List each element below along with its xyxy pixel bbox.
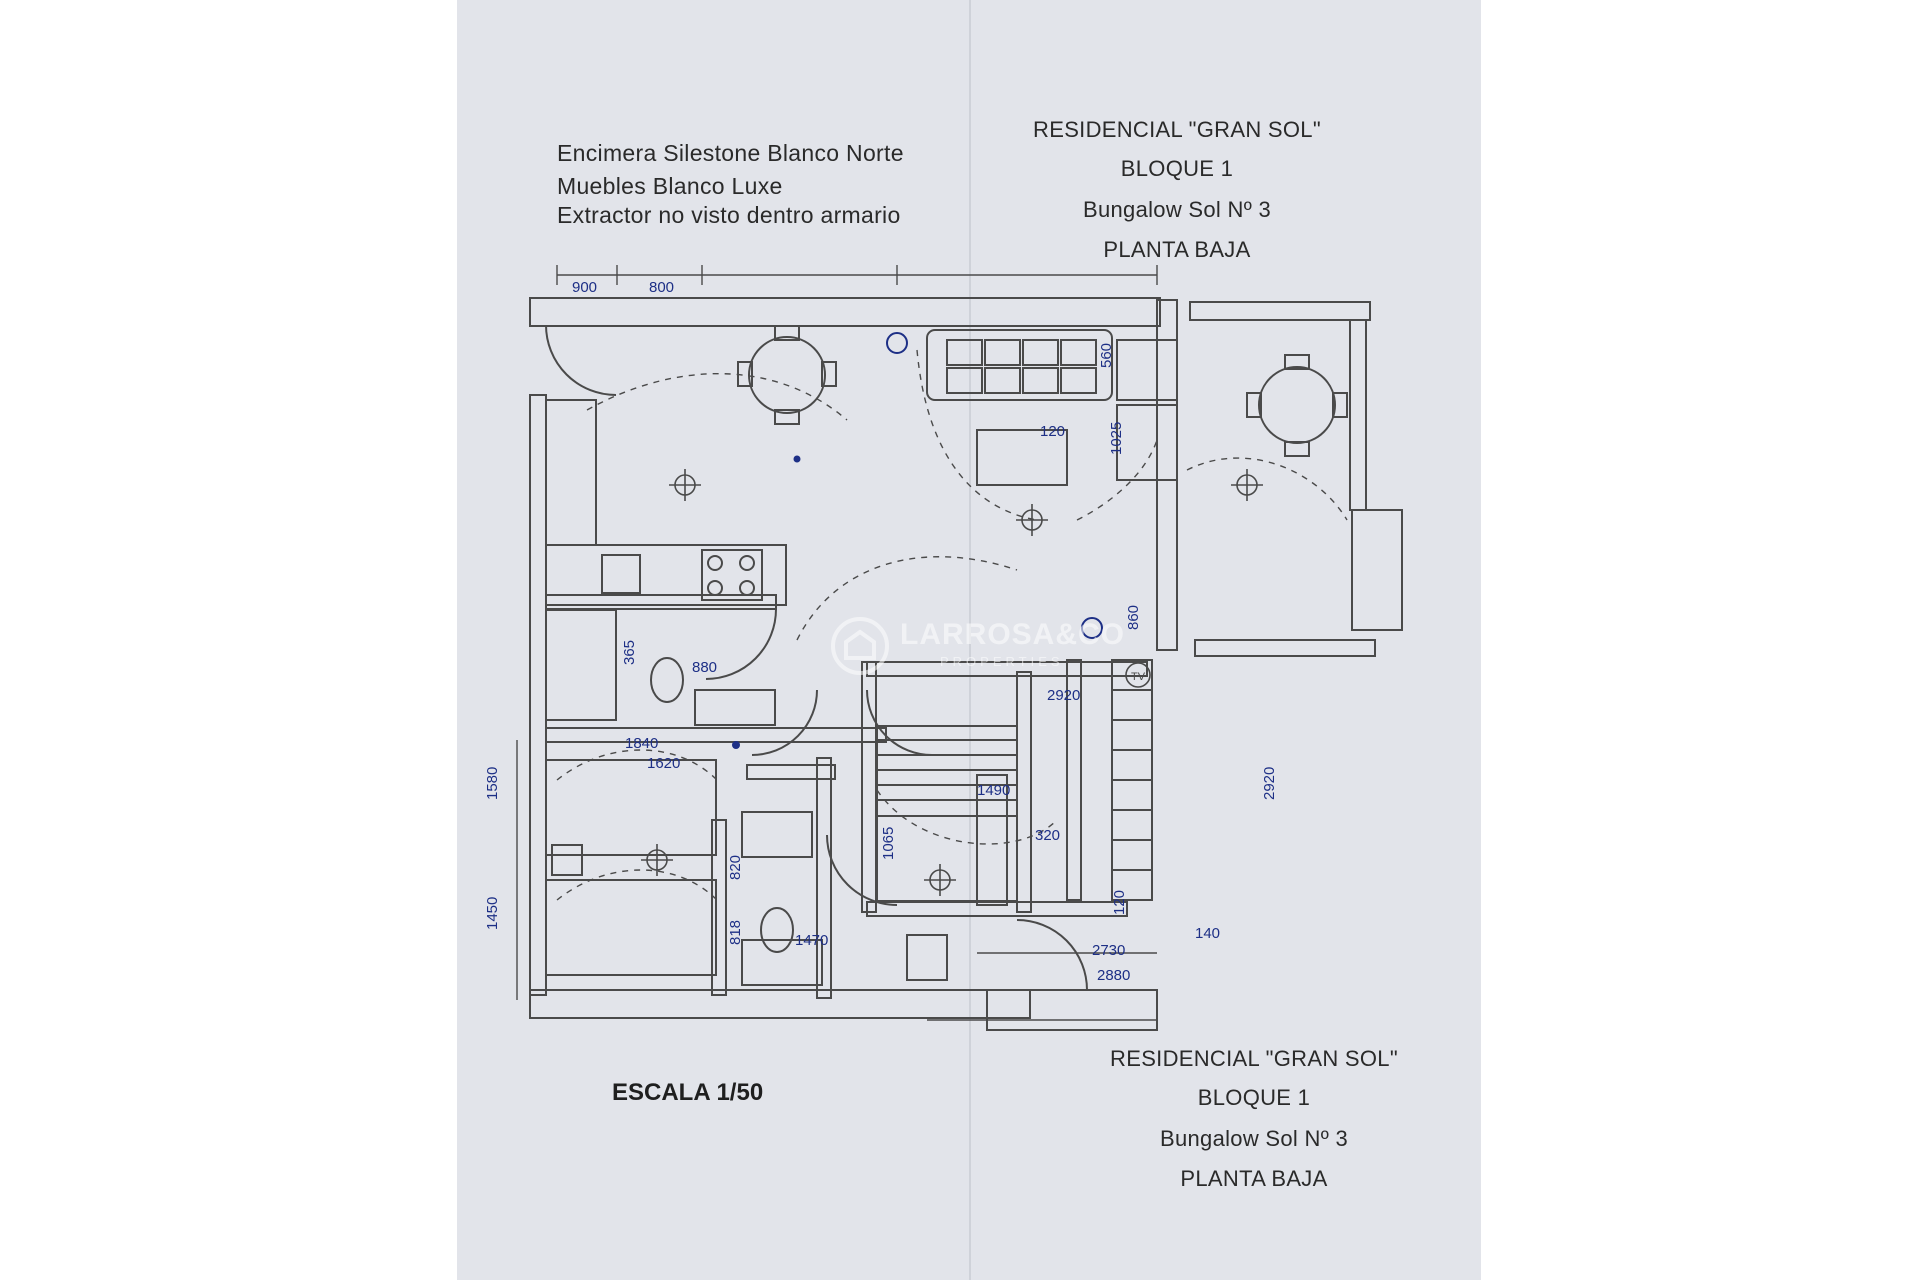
dim-2920: 2920 [1047,687,1080,704]
pen-dot-1 [793,455,801,463]
title-top-line-4: PLANTA BAJA [1103,237,1251,262]
kitchen-sink [601,554,641,594]
title-bottom-line-1: RESIDENCIAL "GRAN SOL" [1110,1046,1398,1071]
laundry-sink [906,934,948,981]
wall-terrace-top [1189,301,1371,321]
wall-bottom-right [986,989,1158,1031]
dim-120b: 120 [1040,423,1065,440]
wall-bedroom-left [861,661,877,913]
wall-terrace-right [1349,319,1367,511]
title-top-line-3: Bungalow Sol Nº 3 [1082,197,1272,222]
dim-2880: 2880 [1097,967,1130,984]
dim-1490: 1490 [977,782,1010,799]
dim-320: 320 [1035,827,1060,844]
wall-terrace-bottom [1194,639,1376,657]
dim-900: 900 [572,279,597,296]
dim-1065: 1065 [880,827,897,860]
note-line-3: Extractor no visto dentro armario [557,202,901,228]
title-bottom-line-3: Bungalow Sol Nº 3 [1159,1126,1349,1151]
dim-2730: 2730 [1092,942,1125,959]
wall-bedroom2-right [711,819,727,996]
dim-820: 820 [727,855,744,880]
tv-symbol: TV [1125,662,1151,688]
dim-1450: 1450 [484,897,501,930]
armchair-top [1116,339,1178,401]
wc-2 [760,907,794,953]
bed-2a [545,759,717,856]
wardrobe-main [976,774,1008,906]
wc-1 [650,657,684,703]
wall-bath-bedroom [545,727,887,743]
dim-560: 560 [1098,343,1115,368]
stairs [1111,659,1153,901]
wall-left [529,394,547,996]
coffee-table [976,429,1068,486]
washbasin-2 [741,811,813,858]
kitchen-column [545,399,597,546]
dim-800: 800 [649,279,674,296]
title-bottom-line-2: BLOQUE 1 [1197,1085,1311,1110]
dim-365: 365 [621,640,638,665]
kitchen-worktop [545,544,787,606]
wall-wc-right [1016,671,1032,913]
dining-table [737,325,837,425]
paper-fold [969,0,971,1280]
wall-wc-top [746,764,836,780]
title-top-line-2: BLOQUE 1 [1120,156,1234,181]
dim-1580: 1580 [484,767,501,800]
wall-corridor [816,757,832,999]
wall-kitchen-bath [545,594,777,610]
wall-top [529,297,1161,327]
nightstand-2 [551,844,583,876]
watermark-sub: PROPERTIES [940,654,1064,669]
dim-1470: 1470 [795,932,828,949]
note-line-2: Muebles Blanco Luxe [557,173,783,199]
terrace-step [1351,509,1403,631]
dim-140: 140 [1195,925,1220,942]
dim-1840: 1840 [625,735,658,752]
floor-plan-sheet: 900 800 560 1025 860 2920 2920 1580 1450… [457,0,1481,1280]
pen-dot-2 [732,741,740,749]
dim-860: 860 [1125,605,1142,630]
house-logo-icon [831,617,889,675]
shower-2 [741,939,823,986]
brand-watermark: LARROSA&CO PROPERTIES [825,612,1145,682]
dimension-lines [516,265,1158,1021]
sofa [926,329,1113,401]
wall-living-right [1156,299,1178,651]
tv-label: TV [1131,671,1146,683]
dim-1620: 1620 [647,755,680,772]
bed-2b [545,879,717,976]
armchair-right [1116,404,1178,481]
door-swings [545,324,1088,991]
kitchen-hob [701,549,763,601]
note-line-1: Encimera Silestone Blanco Norte [557,140,904,166]
dim-120: 120 [1111,890,1128,915]
dim-818: 818 [727,920,744,945]
bed-main [876,725,1018,902]
light-points [641,469,1263,896]
dim-2920b: 2920 [1261,767,1278,800]
pen-circle-living [886,332,908,354]
title-top-line-1: RESIDENCIAL "GRAN SOL" [1033,117,1321,142]
wall-living-bedroom [866,661,1148,677]
washbasin-1 [694,689,776,726]
scale-label: ESCALA 1/50 [612,1079,764,1106]
dim-880: 880 [692,659,717,676]
wall-bottom-left [529,989,1031,1019]
terrace-table [1246,354,1348,457]
watermark-name: LARROSA&CO [900,618,1125,651]
swing-arcs [556,349,1348,901]
pen-circle-terrace [1081,617,1103,639]
shower-tray [545,609,617,721]
floor-plan-drawing: 900 800 560 1025 860 2920 2920 1580 1450… [484,265,1403,1031]
title-bottom-line-4: PLANTA BAJA [1180,1166,1328,1191]
dim-1025: 1025 [1108,422,1125,455]
wall-bedroom-right [1066,659,1082,901]
